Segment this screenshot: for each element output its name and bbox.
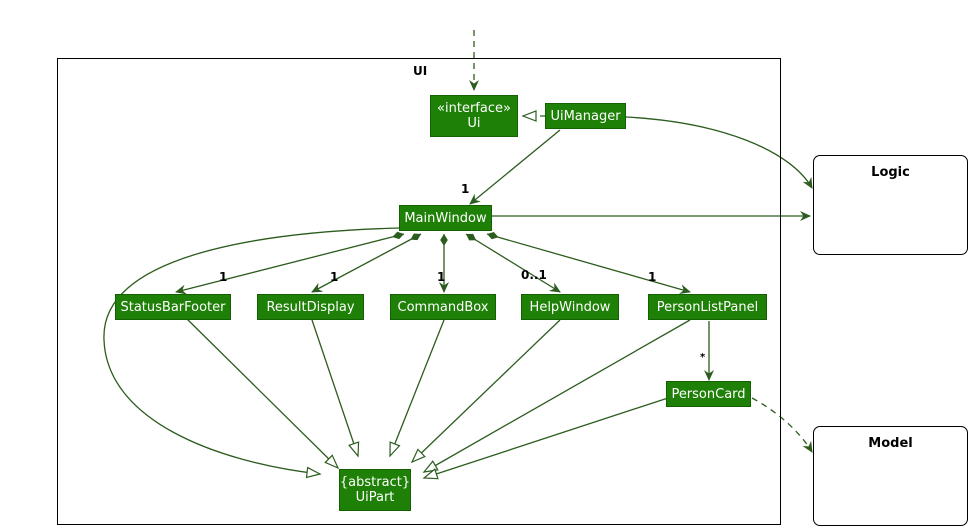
multiplicity-mainwindow-helpwindow: 0..1 [521,268,547,282]
mainwindow-name: MainWindow [404,210,487,226]
class-node-uimanager[interactable]: UiManager [545,103,626,129]
inherit-helpwindow-uipart [410,319,561,464]
multiplicity-mainwindow-statusbarfooter: 1 [219,270,228,284]
uimanager-name: UiManager [550,108,621,124]
multiplicity-mainwindow-commandbox: 1 [437,270,446,284]
class-node-personcard[interactable]: PersonCard [666,381,751,407]
ui-interface-name: Ui [467,116,481,131]
model-title: Model [868,436,913,451]
inherit-personcard-uipart [422,397,669,480]
uipart-name: UiPart [355,490,395,505]
helpwindow-name: HelpWindow [529,299,611,315]
inherit-commandbox-uipart [389,319,445,458]
uipart-stereotype: {abstract} [339,475,411,490]
ui-interface-stereotype: «interface» [437,101,511,116]
multiplicity-personlistpanel-personcard: * [700,352,706,363]
personcard-name: PersonCard [671,386,746,402]
resultdisplay-name: ResultDisplay [266,299,355,315]
class-node-ui-interface[interactable]: «interface» Ui [430,95,518,137]
class-node-helpwindow[interactable]: HelpWindow [521,294,619,320]
class-node-mainwindow[interactable]: MainWindow [399,205,492,231]
class-node-commandbox[interactable]: CommandBox [390,294,496,320]
inherit-statusbarfooter-uipart [185,317,340,470]
ui-package-label: UI [413,64,428,78]
comp-mainwindow-resultdisplay [311,233,422,293]
class-node-uipart[interactable]: {abstract} UiPart [339,469,411,511]
class-node-resultdisplay[interactable]: ResultDisplay [257,294,364,320]
inherit-personlistpanel-uipart [422,319,691,473]
inherit-mainwindow-uipart [103,227,401,479]
inherit-resultdisplay-uipart [311,319,360,458]
statusbarfooter-name: StatusBarFooter [120,299,226,315]
external-box-logic[interactable]: Logic [813,155,968,255]
ui-package-frame [57,58,781,525]
personlistpanel-name: PersonListPanel [656,299,759,315]
multiplicity-uimanager-mainwindow: 1 [461,182,470,196]
assoc-uimanager-logic [625,116,813,189]
class-node-personlistpanel[interactable]: PersonListPanel [648,294,767,320]
comp-mainwindow-personlistpanel [486,231,691,295]
multiplicity-mainwindow-resultdisplay: 1 [330,270,339,284]
logic-title: Logic [871,165,910,180]
commandbox-name: CommandBox [397,299,489,315]
class-node-statusbarfooter[interactable]: StatusBarFooter [115,294,231,320]
multiplicity-mainwindow-personlistpanel: 1 [648,270,657,284]
external-box-model[interactable]: Model [813,426,968,526]
assoc-uimanager-mainwindow [469,129,561,205]
